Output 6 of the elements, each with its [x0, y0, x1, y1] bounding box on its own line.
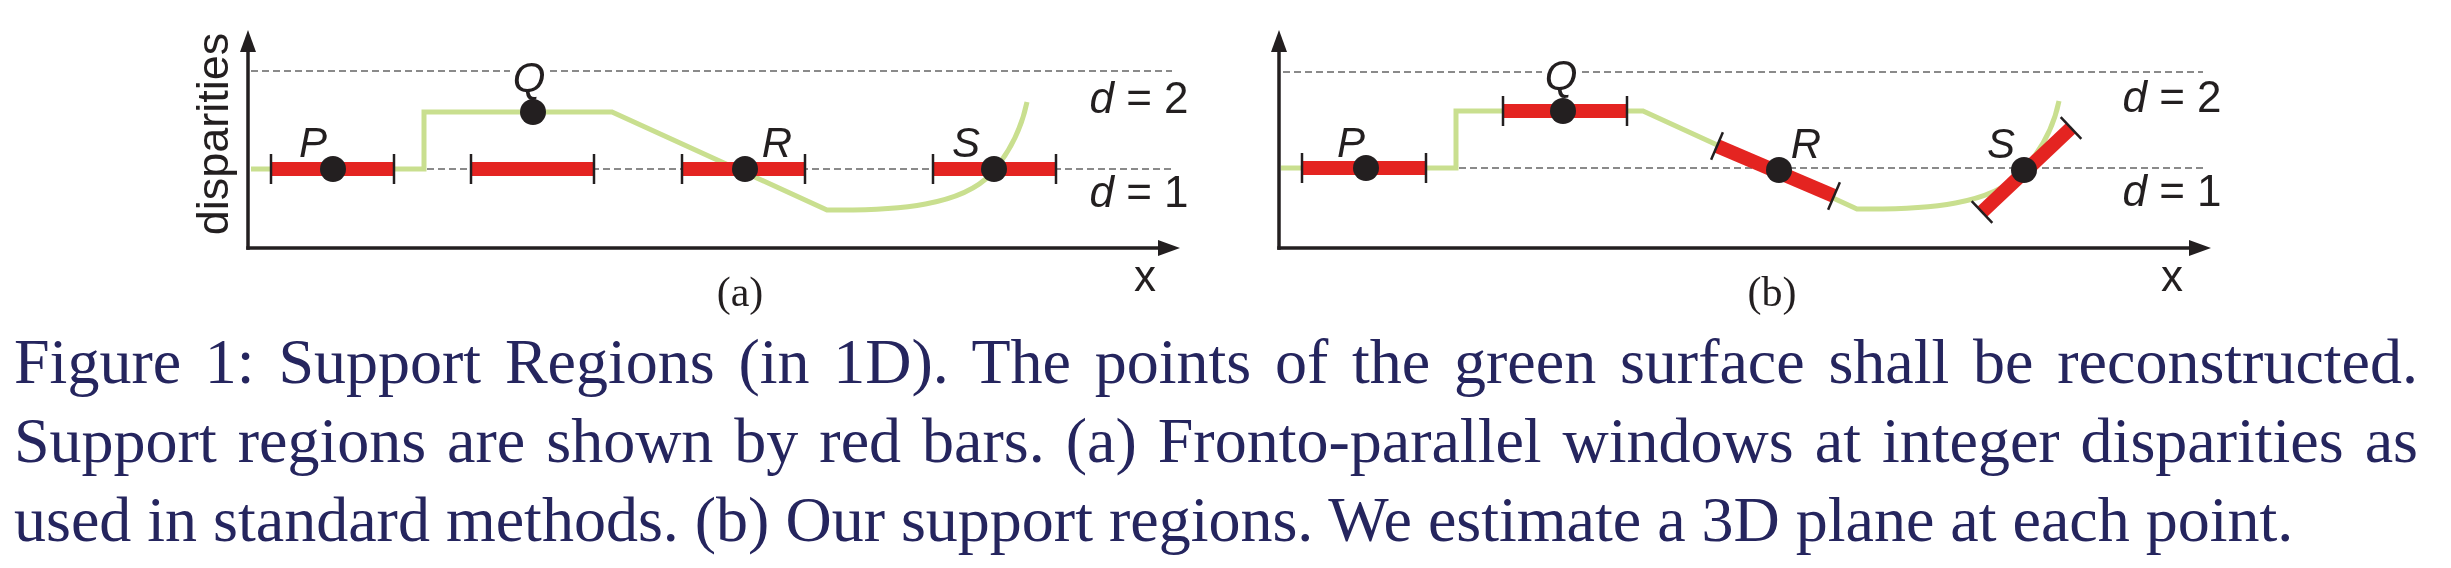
axis-label: x	[1134, 254, 1156, 298]
axis-label: x	[2161, 254, 2183, 298]
figure-caption: Figure 1: Support Regions (in 1D). The points of the green surface shall be reconstructed. Support regions are shown by red bars. (a) Fronto-parallel windows at integer disparities as used in standard methods. (b) Our support regions. We estimate a 3D plane at each point.	[14, 325, 2418, 557]
axis-label: disparities	[189, 32, 235, 236]
panel-label: (a)	[716, 271, 764, 313]
panel-label: (b)	[1747, 271, 1797, 313]
